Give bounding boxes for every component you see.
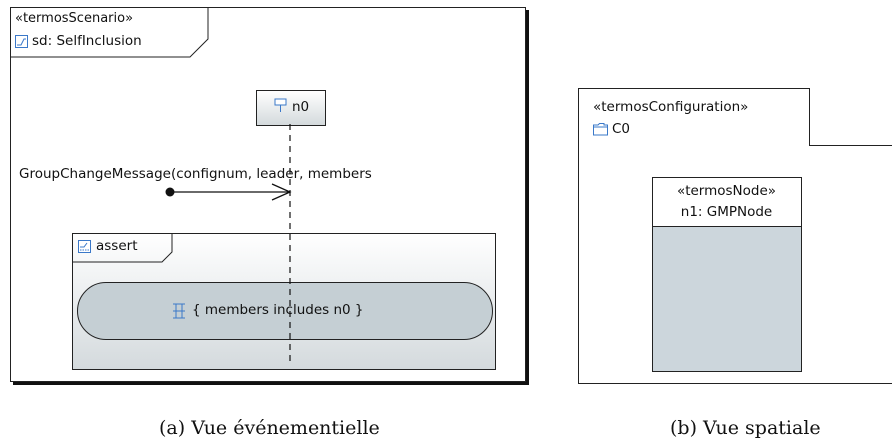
folder-icon [593,123,608,136]
lifeline-icon [274,98,287,112]
caption-right: (b) Vue spatiale [670,417,821,439]
configuration-tab[interactable] [578,88,810,146]
configuration-name: C0 [612,121,631,137]
configuration-stereotype-wrap: «termosConfiguration» [593,99,799,116]
scenario-stereotype: «termosScenario» [15,11,134,26]
message-label-wrap: GroupChangeMessage(confignum, leader, me… [19,166,461,183]
assert-operator: assert [96,238,138,254]
assert-operator-wrap: assert [96,238,146,255]
state-invariant-text: { members includes n0 } [192,302,364,318]
state-invariant-icon [173,303,185,319]
scenario-label-text: sd: SelfInclusion [32,33,142,49]
assert-fragment-tab [72,233,173,263]
sequence-diagram-icon [15,35,28,48]
node-header [653,178,801,227]
lifeline-head[interactable] [256,90,326,126]
node-stereotype-wrap: «termosNode» [656,183,797,200]
message-label: GroupChangeMessage(confignum, leader, me… [19,166,372,182]
node-stereotype: «termosNode» [676,183,777,199]
configuration-stereotype: «termosConfiguration» [593,99,749,115]
lifeline-name: n0 [292,99,310,115]
scenario-label: sd: SelfInclusion [32,33,175,50]
node-label: n1: GMPNode [680,204,773,220]
combined-fragment-icon [78,240,91,253]
caption-left: (a) Vue événementielle [159,417,380,439]
scenario-frame-tab [10,7,209,58]
state-invariant[interactable] [77,282,493,340]
node-label-wrap: n1: GMPNode [656,204,797,221]
